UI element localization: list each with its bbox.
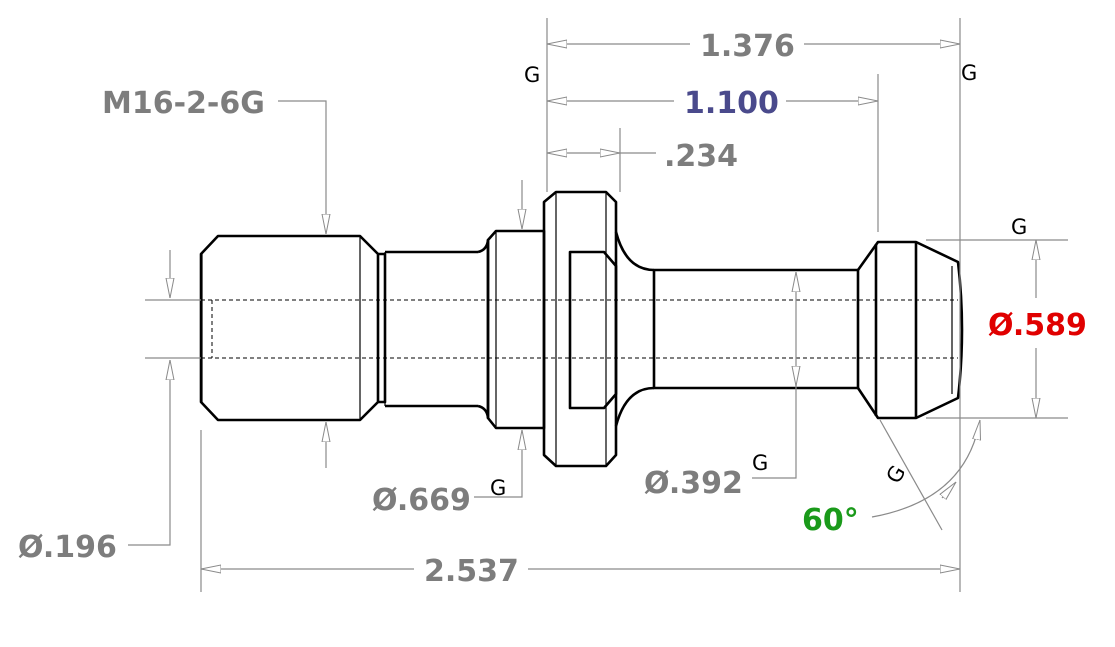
dim-collar-diameter: Ø.669: [372, 483, 471, 518]
gauge-mark: G: [1011, 215, 1027, 239]
threaded-section: [199, 234, 380, 422]
dim-gauge-length: 1.100: [684, 86, 779, 121]
dim-head-diameter: Ø.589: [988, 308, 1087, 343]
dim-shank-diameter: Ø.392: [644, 466, 743, 501]
gauge-mark: G: [490, 476, 506, 500]
dim-bore-diameter: Ø.196: [18, 530, 117, 565]
dimension-lines: [128, 44, 1036, 569]
dim-overall-length: 2.537: [424, 554, 519, 589]
dim-flange-width: .234: [664, 139, 738, 174]
gauge-mark: G: [752, 451, 768, 475]
part-outline: [199, 190, 964, 468]
head-section: [856, 240, 964, 420]
dim-overall-top: 1.376: [700, 29, 795, 64]
thread-callout: M16-2-6G: [102, 86, 265, 121]
hex-recess: [568, 250, 618, 410]
dimension-labels: M16-2-6G 1.376 1.100 .234 Ø.589 Ø.392 Ø.…: [18, 29, 1087, 589]
gauge-mark: G: [524, 63, 540, 87]
flange-section: [542, 190, 618, 468]
dim-head-angle: 60°: [802, 503, 859, 538]
gauge-mark: G: [961, 61, 977, 85]
shank-section: [652, 268, 860, 390]
